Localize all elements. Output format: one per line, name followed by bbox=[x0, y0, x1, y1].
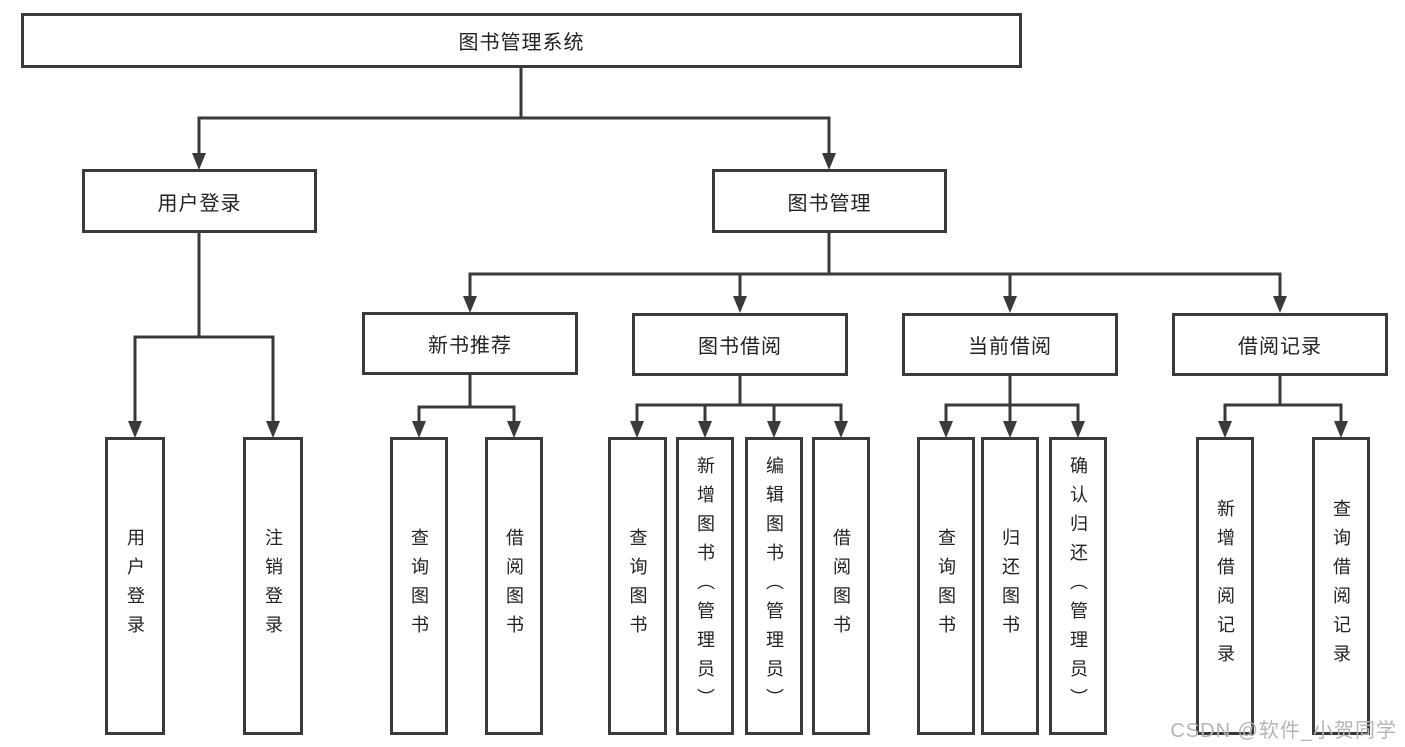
node-book-borrowing: 图书借阅 bbox=[632, 313, 848, 376]
node-label: 新增借阅记录 bbox=[1215, 499, 1235, 673]
leaf-add-book-admin: 新增图书（管理员） bbox=[676, 437, 734, 735]
node-user-login: 用户登录 bbox=[82, 169, 317, 233]
leaf-borrow-books-recommend: 借阅图书 bbox=[485, 437, 543, 735]
leaf-confirm-return-admin: 确认归还（管理员） bbox=[1049, 437, 1107, 735]
leaf-query-books-recommend: 查询图书 bbox=[390, 437, 448, 735]
node-label: 图书借阅 bbox=[698, 336, 782, 358]
leaf-borrow-books-borrowing: 借阅图书 bbox=[812, 437, 870, 735]
node-label: 查询图书 bbox=[627, 528, 648, 644]
node-label: 新书推荐 bbox=[428, 335, 512, 357]
node-new-book-recommendation: 新书推荐 bbox=[362, 312, 578, 375]
node-label: 用户登录 bbox=[157, 192, 242, 215]
node-label: 图书管理系统 bbox=[458, 32, 585, 54]
leaf-edit-book-admin: 编辑图书（管理员） bbox=[745, 437, 803, 735]
leaf-query-borrow-record: 查询借阅记录 bbox=[1312, 437, 1370, 735]
leaf-user-login: 用户登录 bbox=[105, 437, 165, 735]
leaf-logout: 注销登录 bbox=[243, 437, 303, 735]
leaf-return-book: 归还图书 bbox=[981, 437, 1039, 735]
node-label: 图书管理 bbox=[787, 192, 872, 215]
node-label: 用户登录 bbox=[125, 528, 145, 644]
node-book-management: 图书管理 bbox=[712, 169, 947, 233]
node-label: 借阅记录 bbox=[1238, 336, 1322, 358]
watermark: CSDN @软件_小贺同学 bbox=[1170, 720, 1397, 742]
node-label: 查询图书 bbox=[936, 528, 956, 644]
node-borrowing-records: 借阅记录 bbox=[1172, 313, 1388, 376]
node-label: 编辑图书（管理员） bbox=[764, 455, 784, 717]
node-label: 注销登录 bbox=[263, 528, 283, 644]
node-label: 借阅图书 bbox=[504, 528, 524, 644]
node-label: 归还图书 bbox=[1000, 528, 1020, 644]
leaf-query-books-current: 查询图书 bbox=[917, 437, 975, 735]
node-library-management-system: 图书管理系统 bbox=[21, 13, 1022, 68]
node-label: 新增图书（管理员） bbox=[695, 455, 715, 717]
node-current-borrowing: 当前借阅 bbox=[902, 313, 1118, 376]
leaf-query-books-borrowing: 查询图书 bbox=[608, 437, 667, 735]
node-label: 查询借阅记录 bbox=[1331, 499, 1351, 673]
node-label: 当前借阅 bbox=[968, 336, 1052, 358]
node-label: 确认归还（管理员） bbox=[1068, 455, 1088, 717]
leaf-add-borrow-record: 新增借阅记录 bbox=[1196, 437, 1254, 735]
node-label: 借阅图书 bbox=[831, 528, 851, 644]
node-label: 查询图书 bbox=[409, 528, 429, 644]
